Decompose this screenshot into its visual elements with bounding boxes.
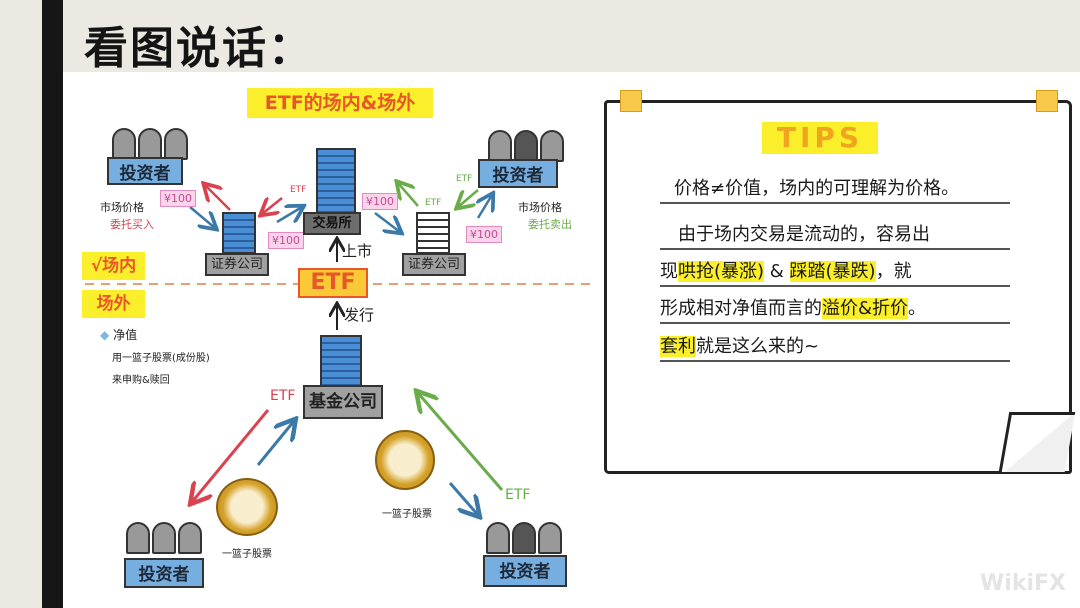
diagram-title: ETF的场内&场外 xyxy=(247,88,433,118)
money-note: ¥100 xyxy=(362,193,398,210)
arrow-blue xyxy=(189,206,215,228)
nav-title-text: 净值 xyxy=(113,328,138,342)
basket-label: 一篮子股票 xyxy=(382,509,432,520)
investor-box: 投资者 xyxy=(107,157,183,185)
investor-people-icon xyxy=(488,130,564,162)
tips-line: 形成相对净值而言的溢价&折价。 xyxy=(660,294,1010,324)
tips-text: 形成相对净值而言的 xyxy=(660,298,822,319)
arrow-red xyxy=(192,409,270,502)
fund-building-icon xyxy=(320,335,362,387)
tips-text: ，就 xyxy=(875,261,912,282)
tape-icon xyxy=(1036,90,1058,112)
issue-label: 发行 xyxy=(344,306,375,324)
money-note: ¥100 xyxy=(160,190,196,207)
basket-label: 一篮子股票 xyxy=(222,549,272,560)
arrow-blue xyxy=(374,212,400,232)
etf-tag: ETF xyxy=(456,174,473,184)
etf-tag: ETF xyxy=(270,388,296,404)
arrow-green xyxy=(418,393,504,491)
arrow-red xyxy=(205,185,231,211)
tips-title: TIPS xyxy=(762,122,878,154)
tips-text: & xyxy=(764,261,790,282)
tips-line: 套利就是这么来的~ xyxy=(660,332,1010,362)
tips-line: 由于场内交易是流动的，容易出 xyxy=(660,220,1010,250)
stock-basket-icon xyxy=(216,478,278,536)
investor-box: 投资者 xyxy=(483,555,567,587)
investor-box: 投资者 xyxy=(124,558,204,588)
left-accent-bar xyxy=(42,0,63,608)
exchange-label: 交易所 xyxy=(303,212,361,235)
market-price-label: 市场价格 xyxy=(100,201,144,214)
money-note: ¥100 xyxy=(466,226,502,243)
arrow-blue xyxy=(448,482,478,515)
broker-building-icon xyxy=(416,212,450,254)
broker-label: 证券公司 xyxy=(205,253,269,276)
etf-box: ETF xyxy=(298,268,368,298)
tips-line: 价格≠价值，场内的可理解为价格。 xyxy=(660,174,1010,204)
tips-text: 就是这么来的~ xyxy=(696,336,820,357)
investor-people-icon xyxy=(486,522,562,554)
tips-highlight: 踩踏(暴跌) xyxy=(789,261,876,282)
investor-people-icon xyxy=(112,128,188,160)
money-note: ¥100 xyxy=(268,232,304,249)
market-price-label: 市场价格 xyxy=(518,201,562,214)
watermark: WikiFX xyxy=(980,571,1066,596)
buy-order-label: 委托买入 xyxy=(110,218,154,231)
sell-order-label: 委托卖出 xyxy=(528,218,572,231)
arrow-blue xyxy=(276,207,302,222)
tips-highlight: 哄抢(暴涨) xyxy=(678,261,765,282)
tips-line: 现哄抢(暴涨) & 踩踏(暴跌)，就 xyxy=(660,257,1010,287)
nav-title: ◆ 净值 xyxy=(100,326,137,343)
listing-label: 上市 xyxy=(342,242,373,260)
nav-line: 用一篮子股票(成份股) xyxy=(112,353,210,364)
zone-off-exchange: 场外 xyxy=(82,290,145,318)
tips-highlight: 套利 xyxy=(660,336,696,357)
arrow-blue xyxy=(478,195,492,219)
arrow-green xyxy=(458,189,479,207)
fund-label: 基金公司 xyxy=(303,385,383,419)
exchange-building-icon xyxy=(316,148,356,214)
tape-icon xyxy=(620,90,642,112)
investor-box: 投资者 xyxy=(478,159,558,188)
stock-basket-icon xyxy=(375,430,435,490)
arrow-red xyxy=(262,198,283,214)
tips-note-paper xyxy=(604,100,1072,474)
etf-tag: ETF xyxy=(505,487,531,503)
investor-people-icon xyxy=(126,522,202,554)
tips-text: 现 xyxy=(660,261,678,282)
tips-highlight: 溢价&折价 xyxy=(822,298,909,319)
etf-tag: ETF xyxy=(425,198,442,208)
page-title: 看图说话： xyxy=(84,23,314,74)
nav-line: 来申购&赎回 xyxy=(112,375,170,386)
tips-text: 。 xyxy=(908,298,927,319)
broker-label: 证券公司 xyxy=(402,253,466,276)
arrow-green xyxy=(398,183,419,207)
folded-corner xyxy=(998,412,1076,472)
etf-tag: ETF xyxy=(290,185,307,195)
diamond-icon: ◆ xyxy=(100,328,110,342)
arrow-blue xyxy=(256,421,294,466)
broker-building-icon xyxy=(222,212,256,254)
zone-on-exchange: √场内 xyxy=(82,252,145,280)
